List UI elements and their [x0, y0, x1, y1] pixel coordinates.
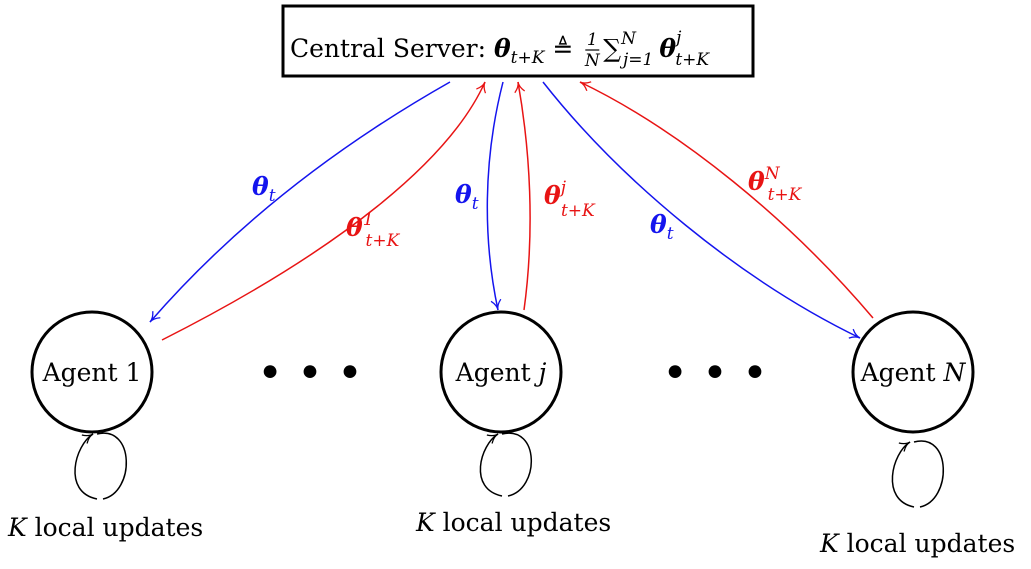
server-lhs-subscript: t+K [511, 48, 546, 68]
agent-j: Agent j [439, 310, 563, 434]
local-update-loop-agent-n-head [891, 441, 915, 508]
server-relation: ≜ [544, 34, 581, 63]
agent-n-index: N [943, 358, 967, 387]
server-fraction: 1 N [584, 30, 601, 71]
up-arrow-agent-1 [161, 81, 487, 341]
ellipsis-left: • • • [257, 348, 363, 399]
agent-1-label: Agent 1 [42, 358, 142, 387]
caption-1-text: local updates [27, 513, 204, 542]
agent-n-label: Agent N [860, 358, 967, 387]
central-server-box [281, 4, 755, 78]
caption-n-text: local updates [839, 529, 1016, 558]
up-label-j-symbol: θ [544, 181, 561, 210]
agent-1: Agent 1 [30, 310, 154, 434]
agent-1-prefix: Agent [42, 358, 126, 387]
ellipsis-right: • • • [662, 348, 768, 399]
up-label-n-subscript: t+K [768, 185, 803, 205]
up-label-1-subscript: t+K [366, 231, 401, 251]
up-label-j-superscript: j [557, 178, 567, 198]
up-label-1-superscript: 1 [363, 210, 374, 230]
fraction-denominator: N [584, 51, 601, 71]
down-label-n-symbol: θ [650, 210, 667, 239]
up-arrow-agent-j [514, 81, 531, 311]
up-arrow-agent-n [579, 81, 874, 319]
local-update-loop-agent-1 [96, 432, 127, 500]
local-update-loop-agent-n [913, 440, 944, 508]
server-rhs-symbol: θ [659, 34, 676, 63]
caption-j-k: K [415, 508, 436, 537]
up-label-n-symbol: θ [748, 167, 765, 196]
agent-n-node [851, 310, 975, 434]
down-label-n-subscript: t [667, 224, 674, 244]
agent-n-prefix: Agent [860, 358, 944, 387]
down-label-agent-j: θt [455, 180, 479, 214]
agent-1-node [30, 310, 154, 434]
server-rhs-subscript: t+K [675, 50, 710, 70]
server-rhs-superscript: j [672, 28, 682, 48]
server-lhs-symbol: θ [494, 34, 511, 63]
down-label-j-symbol: θ [455, 180, 472, 209]
down-label-1-subscript: t [269, 186, 276, 206]
server-sum-symbol: ∑ [603, 34, 621, 63]
local-update-loop-agent-1-head [74, 433, 98, 500]
up-label-1-symbol: θ [346, 213, 363, 242]
agent-1-index: 1 [126, 358, 142, 387]
caption-1-k: K [7, 513, 28, 542]
local-updates-caption-agent-1: K local updates [7, 513, 203, 542]
caption-n-k: K [819, 529, 840, 558]
down-label-agent-1: θt [252, 172, 276, 206]
down-label-1-symbol: θ [252, 172, 269, 201]
up-label-n-superscript: N [764, 164, 781, 184]
down-arrow-agent-j [486, 81, 504, 311]
down-arrow-agent-n [542, 81, 861, 339]
agent-j-node [439, 310, 563, 434]
local-updates-caption-agent-j: K local updates [415, 508, 611, 537]
fraction-numerator: 1 [587, 30, 598, 50]
up-label-agent-j: θj t+K [544, 178, 596, 221]
server-prefix: Central Server: [290, 34, 494, 63]
agent-j-prefix: Agent [455, 358, 539, 387]
up-label-j-subscript: t+K [561, 201, 596, 221]
local-updates-caption-agent-n: K local updates [819, 529, 1015, 558]
server-sum-upper: N [620, 29, 637, 49]
down-label-j-subscript: t [472, 194, 479, 214]
caption-j-text: local updates [435, 508, 612, 537]
local-update-loop-agent-j-head [479, 433, 503, 497]
agent-j-label: Agent j [455, 358, 547, 387]
local-update-loop-agent-j [501, 432, 532, 497]
down-label-agent-n: θt [650, 210, 674, 244]
server-sum-lower: j=1 [619, 50, 653, 70]
agent-n: Agent N [851, 310, 975, 434]
down-arrow-agent-1 [149, 81, 451, 323]
